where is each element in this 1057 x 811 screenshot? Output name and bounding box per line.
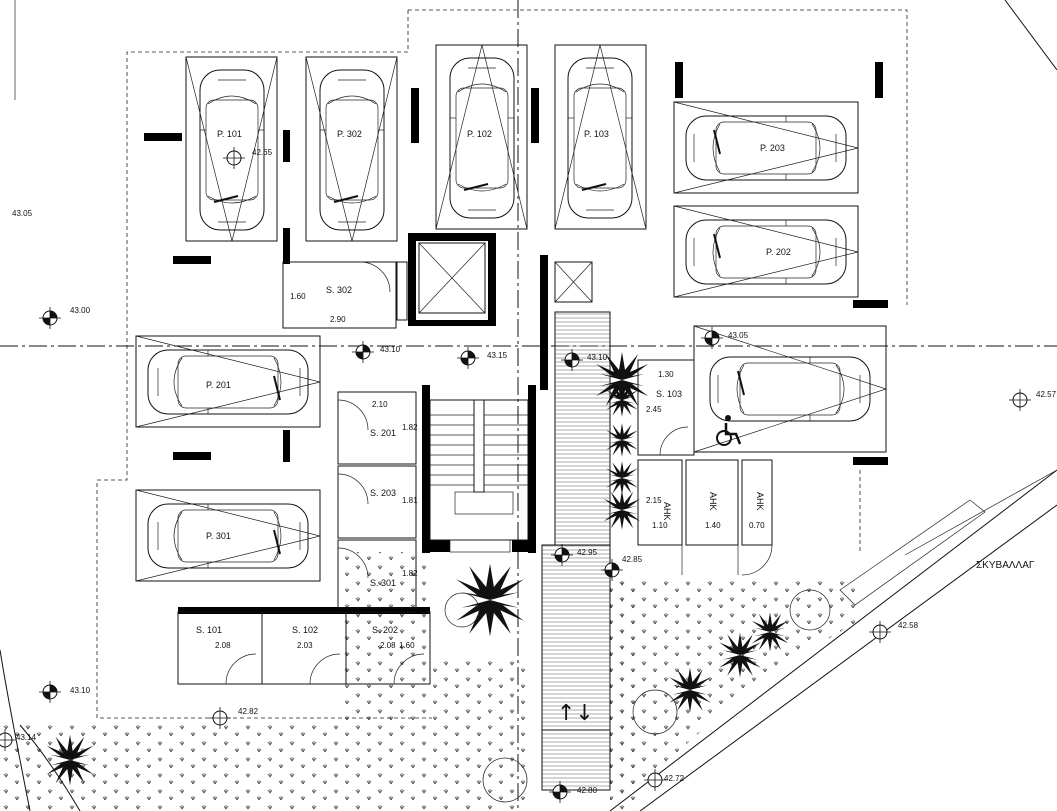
storage-label: S. 103 <box>656 389 682 399</box>
structural-walls <box>144 62 888 614</box>
ramp-direction-arrows: ↑↓ <box>557 701 594 726</box>
level-label: 42.85 <box>622 555 643 564</box>
level-label: 43.15 <box>487 351 508 360</box>
level-label: 43.00 <box>70 306 91 315</box>
utility-label: AHK <box>662 502 672 521</box>
parking-label: P. 202 <box>766 247 791 257</box>
level-label: 42.65 <box>252 148 273 157</box>
storage-label: S. 301 <box>370 578 396 588</box>
storage-label: S. 101 <box>196 625 222 635</box>
dimension-label: 1.60 <box>399 641 415 650</box>
dimension-label: 1.81 <box>402 496 418 505</box>
dimension-label: 1.30 <box>658 370 674 379</box>
level-label: 42.72 <box>664 774 685 783</box>
dimension-label: 2.03 <box>297 641 313 650</box>
storage-labels: S. 302 S. 201 S. 203 S. 301 S. 101 S. 10… <box>196 285 765 635</box>
level-label: 42.57 <box>1036 390 1057 399</box>
staircase <box>429 399 529 553</box>
storage-label: S. 201 <box>370 428 396 438</box>
parking-label: P. 201 <box>206 380 231 390</box>
level-label: 42.58 <box>898 621 919 630</box>
level-label: 42.82 <box>238 707 259 716</box>
level-label: 43.14 <box>16 733 37 742</box>
dimension-label: 1.82 <box>402 569 418 578</box>
parking-label: P. 103 <box>584 129 609 139</box>
storage-label: S. 203 <box>370 488 396 498</box>
level-label: 43.10 <box>380 345 401 354</box>
dimension-labels: 1.60 2.90 2.10 1.82 1.81 1.82 2.08 2.03 … <box>215 292 765 650</box>
storage-label: S. 302 <box>326 285 352 295</box>
parking-label: P. 302 <box>337 129 362 139</box>
storage-rooms <box>177 261 773 685</box>
dimension-label: 2.15 <box>646 496 662 505</box>
dimension-label: 1.82 <box>402 423 418 432</box>
level-label: 43.05 <box>12 209 33 218</box>
level-label: 43.10 <box>70 686 91 695</box>
storage-label: S. 202 <box>372 625 398 635</box>
level-label: 42.95 <box>577 548 598 557</box>
ramp <box>541 311 611 791</box>
property-boundary <box>96 9 908 719</box>
dimension-label: 1.40 <box>705 521 721 530</box>
dimension-label: 1.60 <box>290 292 306 301</box>
utility-label: AHK <box>755 492 765 511</box>
parking-label: P. 301 <box>206 531 231 541</box>
wheelchair-icon <box>716 415 742 446</box>
level-labels: 42.65 43.05 43.00 43.10 43.15 43.10 43.0… <box>12 148 1057 795</box>
level-label: 42.80 <box>577 786 598 795</box>
plants <box>46 352 831 803</box>
landscape-areas <box>0 552 860 811</box>
utility-label: AHK <box>708 492 718 511</box>
parking-bays <box>135 44 888 582</box>
dimension-label: 2.90 <box>330 315 346 324</box>
parking-label: P. 203 <box>760 143 785 153</box>
level-label: 43.10 <box>587 353 608 362</box>
street-label: ΣΚΥΒΑΛΛΑΓ <box>976 560 1035 571</box>
parking-labels: P. 101 P. 302 P. 102 P. 103 P. 203 P. 20… <box>206 129 791 541</box>
dimension-label: 2.08 <box>380 641 396 650</box>
parking-label: P. 101 <box>217 129 242 139</box>
dimension-label: 1.10 <box>652 521 668 530</box>
lift-shafts <box>396 242 593 321</box>
dimension-label: 2.08 <box>215 641 231 650</box>
dimension-label: 2.10 <box>372 400 388 409</box>
dimension-label: 0.70 <box>749 521 765 530</box>
parking-label: P. 102 <box>467 129 492 139</box>
dimension-label: 2.45 <box>646 405 662 414</box>
storage-label: S. 102 <box>292 625 318 635</box>
level-label: 43.05 <box>728 331 749 340</box>
